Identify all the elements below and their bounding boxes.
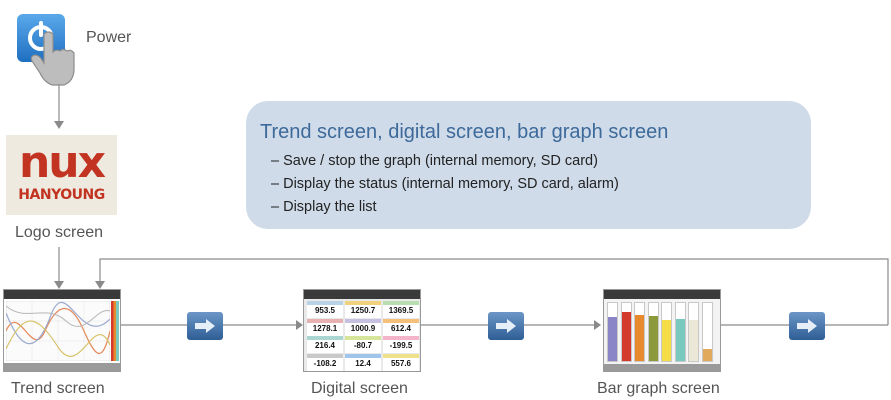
digital-value-cell: 12.4 [345, 353, 381, 371]
digital-topbar [304, 290, 420, 299]
digital-cell-band [307, 353, 343, 358]
digital-value-cell: 1000.9 [345, 318, 381, 336]
digital-cell-band [307, 301, 343, 305]
digital-cell-value: 1369.5 [388, 306, 414, 315]
bar-fill [635, 315, 644, 361]
info-title: Trend screen, digital screen, bar graph … [260, 121, 669, 143]
trend-statusbar [4, 363, 120, 371]
bar-fill [675, 319, 685, 361]
digital-value-cell: 1278.1 [307, 318, 343, 336]
digital-cell-band [383, 318, 419, 323]
digital-cell-value: 953.5 [314, 306, 336, 315]
digital-value-cell: -80.7 [345, 336, 381, 353]
feature-info-box: Trend screen, digital screen, bar graph … [246, 101, 811, 229]
trend-chart [6, 301, 110, 361]
info-bullet-1: – Save / stop the graph (internal memory… [271, 153, 598, 169]
digital-cell-value: 557.6 [390, 358, 412, 368]
trend-topbar [4, 290, 120, 299]
bar-fill [702, 349, 712, 361]
digital-value-cell: 953.5 [307, 301, 343, 318]
bar-statusbar [604, 364, 720, 371]
logo-nux-text: nux [18, 137, 106, 188]
info-bullet-3: – Display the list [271, 199, 377, 215]
digital-cell-value: 1250.7 [350, 306, 376, 315]
bar-topbar [604, 290, 720, 299]
pointing-hand-icon [30, 31, 75, 86]
logo-screen-label: Logo screen [15, 224, 104, 241]
next-arrow-icon [789, 312, 825, 340]
digital-cell-value: 1000.9 [350, 323, 376, 333]
bar-track [674, 302, 686, 362]
bar-fill [621, 312, 631, 361]
digital-screen-thumbnail: 953.5 1250.7 1369.5 1278.1 1000.9 612.4 216.4 -… [303, 289, 421, 372]
bar-track [634, 302, 645, 362]
digital-cell-band [307, 336, 343, 340]
digital-value-cell: -199.5 [383, 336, 419, 353]
digital-cell-band [345, 353, 381, 358]
digital-value-cell: 557.6 [383, 353, 419, 371]
trend-side-gauges [111, 301, 119, 361]
digital-cell-band [345, 301, 381, 305]
digital-value-cell: 1369.5 [383, 301, 419, 318]
digital-cell-band [383, 336, 419, 340]
digital-cell-band [307, 318, 343, 323]
digital-value-cell: 1250.7 [345, 301, 381, 318]
info-bullet-2: – Display the status (internal memory, S… [271, 176, 619, 192]
digital-cell-value: 12.4 [355, 358, 371, 368]
bar-fill [648, 316, 658, 361]
digital-value-cell: -108.2 [307, 353, 343, 371]
bar-graph-screen-label: Bar graph screen [597, 380, 720, 397]
next-arrow-icon [187, 312, 223, 340]
digital-cell-value: -80.7 [353, 341, 373, 350]
next-arrow-icon [488, 312, 524, 340]
bar-track [701, 302, 713, 362]
bar-track [647, 302, 659, 362]
logo-hanyoung-text: HANYOUNG [18, 187, 105, 203]
digital-cell-band [383, 301, 419, 305]
bar-graph-screen-thumbnail [603, 289, 721, 372]
bar-fill [608, 317, 617, 361]
digital-value-cell: 216.4 [307, 336, 343, 353]
bar-area [607, 302, 717, 362]
bar-track [620, 302, 632, 362]
bar-track [607, 302, 618, 362]
digital-screen-label: Digital screen [311, 380, 408, 397]
bar-track [688, 302, 699, 362]
bar-fill [689, 320, 698, 361]
digital-cell-value: 1278.1 [312, 323, 338, 333]
digital-cell-value: -108.2 [313, 358, 337, 368]
digital-value-cell: 612.4 [383, 318, 419, 336]
bar-fill [662, 320, 671, 361]
digital-cell-band [345, 318, 381, 323]
digital-cell-value: -199.5 [389, 341, 413, 350]
digital-cell-band [383, 353, 419, 358]
digital-cell-value: 612.4 [390, 323, 412, 333]
digital-cell-value: 216.4 [314, 341, 336, 350]
bar-track [661, 302, 672, 362]
trend-screen-label: Trend screen [11, 380, 105, 397]
digital-cell-band [345, 336, 381, 340]
trend-screen-thumbnail [3, 289, 121, 372]
power-label: Power [86, 29, 132, 46]
logo-screen: nux HANYOUNG [6, 135, 117, 215]
